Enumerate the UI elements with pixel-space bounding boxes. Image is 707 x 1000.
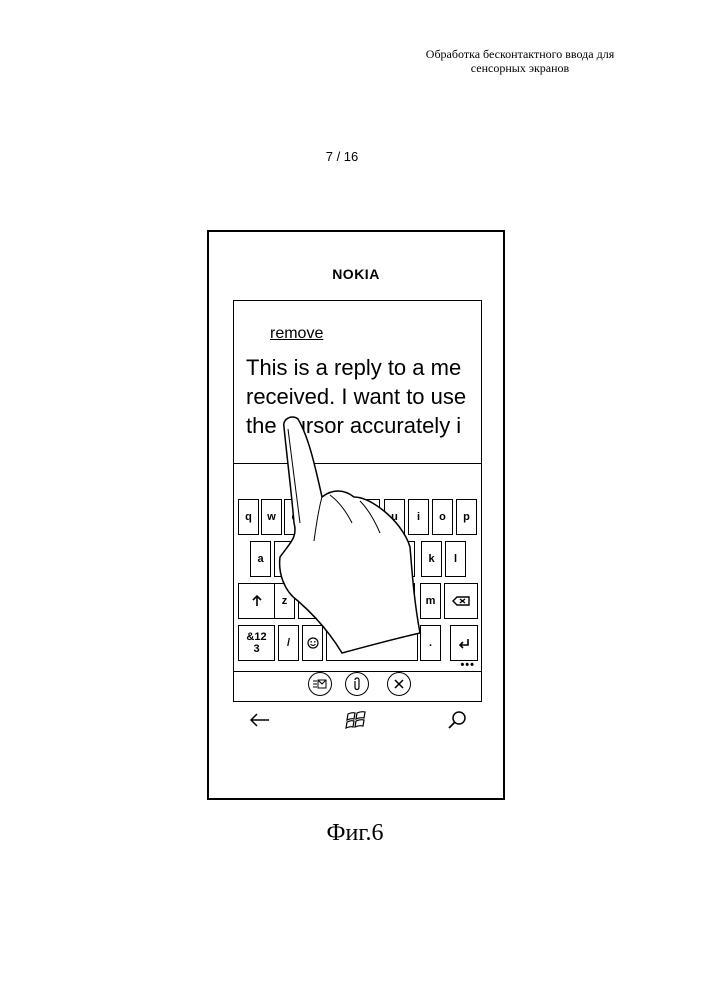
phone-screen: remove This is a reply to a me received.… xyxy=(233,300,482,702)
search-icon[interactable] xyxy=(447,710,469,730)
header-title-line-2: сенсорных экранов xyxy=(400,61,640,75)
header-title-line-1: Обработка бесконтактного ввода для xyxy=(400,47,640,61)
page-number: 7 / 16 xyxy=(300,149,384,164)
document-header-title: Обработка бесконтактного ввода для сенсо… xyxy=(400,47,640,75)
phone-illustration: NOKIA remove This is a reply to a me rec… xyxy=(207,230,505,800)
finger-illustration xyxy=(234,301,482,702)
windows-logo-icon[interactable] xyxy=(345,710,367,730)
brand-logo: NOKIA xyxy=(209,266,503,282)
figure-caption: Фиг.6 xyxy=(300,820,410,847)
back-arrow-icon[interactable] xyxy=(249,710,271,730)
